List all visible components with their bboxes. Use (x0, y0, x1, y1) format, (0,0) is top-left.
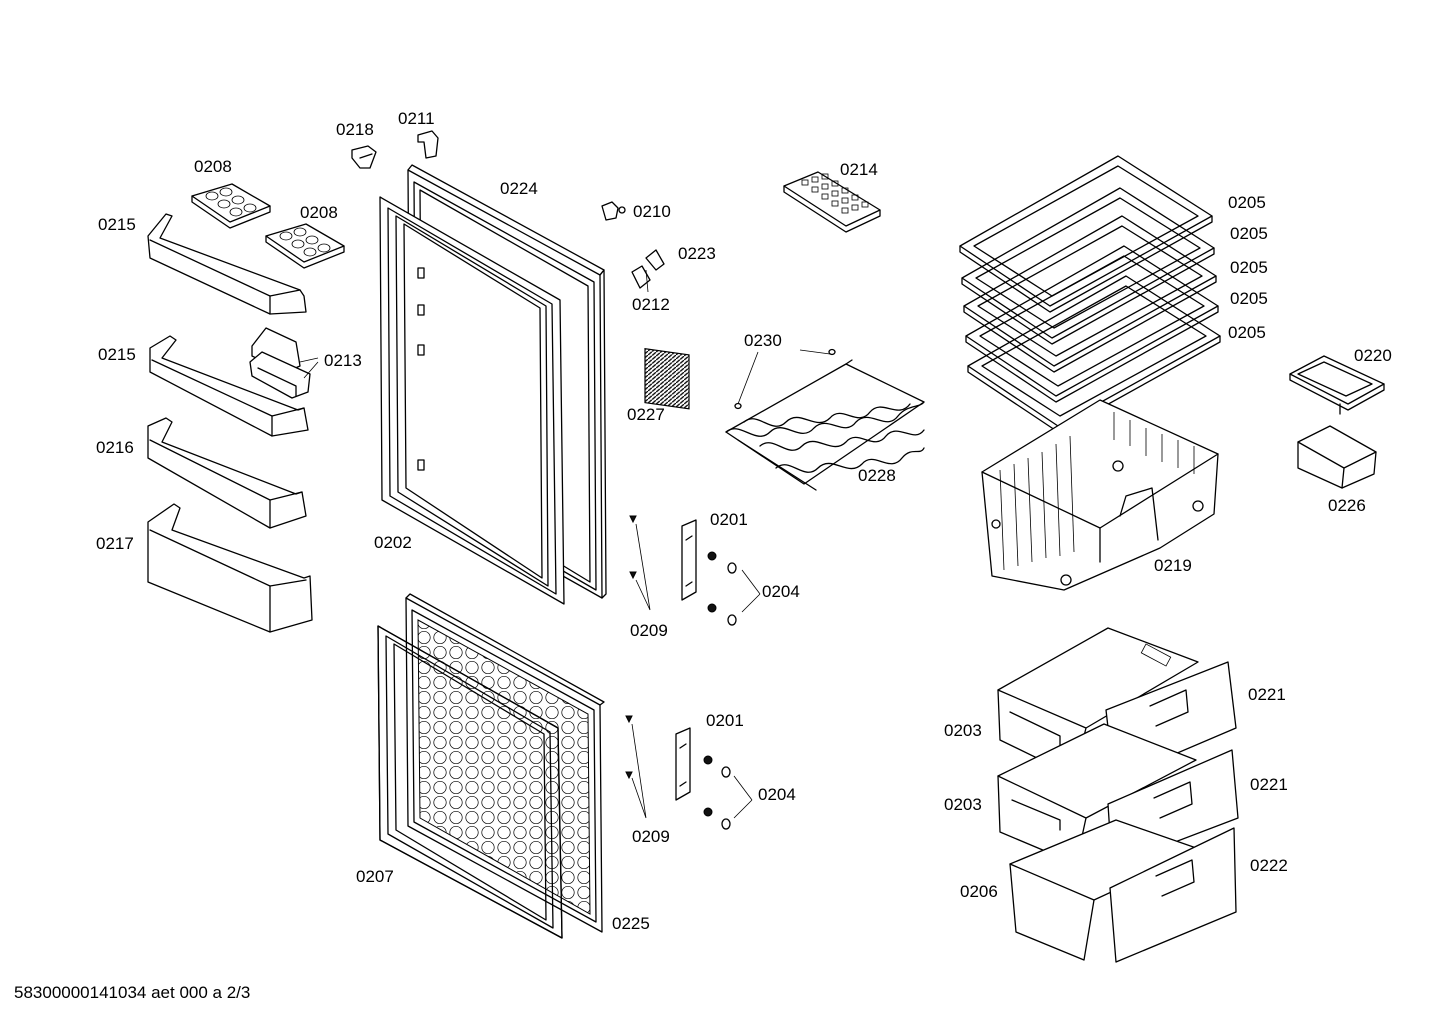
label-0205-4: 0205 (1230, 289, 1268, 308)
label-0204-lower: 0204 (758, 785, 796, 804)
fasteners-lower (703, 755, 731, 830)
label-0203-upper: 0203 (944, 721, 982, 740)
label-0219: 0219 (1154, 556, 1192, 575)
label-0226: 0226 (1328, 496, 1366, 515)
door-shelf-0216 (147, 417, 307, 529)
lower-door-gasket (377, 625, 563, 939)
butter-box-0213 (249, 327, 311, 399)
document-footer-code: 58300000141034 aet 000 a 2/3 (14, 983, 250, 1002)
ice-tray-0214 (783, 171, 881, 233)
small-shelf-0220 (1289, 355, 1385, 415)
label-0213: 0213 (324, 351, 362, 370)
door-shelf-0217 (147, 503, 313, 633)
handle-0201-upper (681, 519, 697, 601)
label-0212: 0212 (632, 295, 670, 314)
label-0207: 0207 (356, 867, 394, 886)
lower-door-panel (405, 593, 605, 933)
wine-rack-0228 (725, 348, 925, 491)
label-0222: 0222 (1250, 856, 1288, 875)
label-0215-lower: 0215 (98, 345, 136, 364)
label-0210: 0210 (633, 202, 671, 221)
hinge-0211 (417, 130, 439, 159)
label-0220: 0220 (1354, 346, 1392, 365)
label-0205-5: 0205 (1228, 323, 1266, 342)
label-0205-2: 0205 (1230, 224, 1268, 243)
label-0203-lower: 0203 (944, 795, 982, 814)
label-0215-upper: 0215 (98, 215, 136, 234)
drawer-front-0222 (1109, 827, 1237, 963)
label-0216: 0216 (96, 438, 134, 457)
label-0221-lower: 0221 (1250, 775, 1288, 794)
hinge-0223-0212 (631, 249, 665, 289)
label-0224: 0224 (500, 179, 538, 198)
label-0205-1: 0205 (1228, 193, 1266, 212)
label-0227: 0227 (627, 405, 665, 424)
clip-0218 (351, 145, 377, 169)
label-0204-upper: 0204 (762, 582, 800, 601)
egg-tray-lower (265, 223, 345, 269)
label-0214: 0214 (840, 160, 878, 179)
label-0209-upper: 0209 (630, 621, 668, 640)
small-box-0226 (1297, 425, 1377, 489)
label-0221-upper: 0221 (1248, 685, 1286, 704)
egg-tray-upper (191, 183, 271, 229)
label-0201-lower: 0201 (706, 711, 744, 730)
glass-shelves-0205 (959, 155, 1221, 433)
label-0208-lower: 0208 (300, 203, 338, 222)
upper-door-gasket (379, 196, 565, 605)
label-0211: 0211 (398, 109, 435, 128)
label-0202: 0202 (374, 533, 412, 552)
crisper-container-0219 (981, 399, 1219, 591)
handle-0201-lower (675, 727, 691, 801)
screws-0209-lower (625, 715, 633, 780)
door-shelf-0215-lower (149, 335, 309, 437)
label-0206: 0206 (960, 882, 998, 901)
label-0201-upper: 0201 (710, 510, 748, 529)
door-shelf-0215-upper (147, 213, 307, 315)
panel-0227 (644, 347, 690, 410)
leader-lines (299, 269, 831, 819)
label-0217: 0217 (96, 534, 134, 553)
label-0218: 0218 (336, 120, 374, 139)
screws-0209-upper (629, 515, 637, 580)
label-0208-upper: 0208 (194, 157, 232, 176)
hinge-0210 (601, 201, 626, 221)
label-0225: 0225 (612, 914, 650, 933)
label-0205-3: 0205 (1230, 258, 1268, 277)
label-0209-lower: 0209 (632, 827, 670, 846)
label-0228: 0228 (858, 466, 896, 485)
fasteners-upper (707, 551, 737, 626)
label-0230: 0230 (744, 331, 782, 350)
label-0223: 0223 (678, 244, 716, 263)
